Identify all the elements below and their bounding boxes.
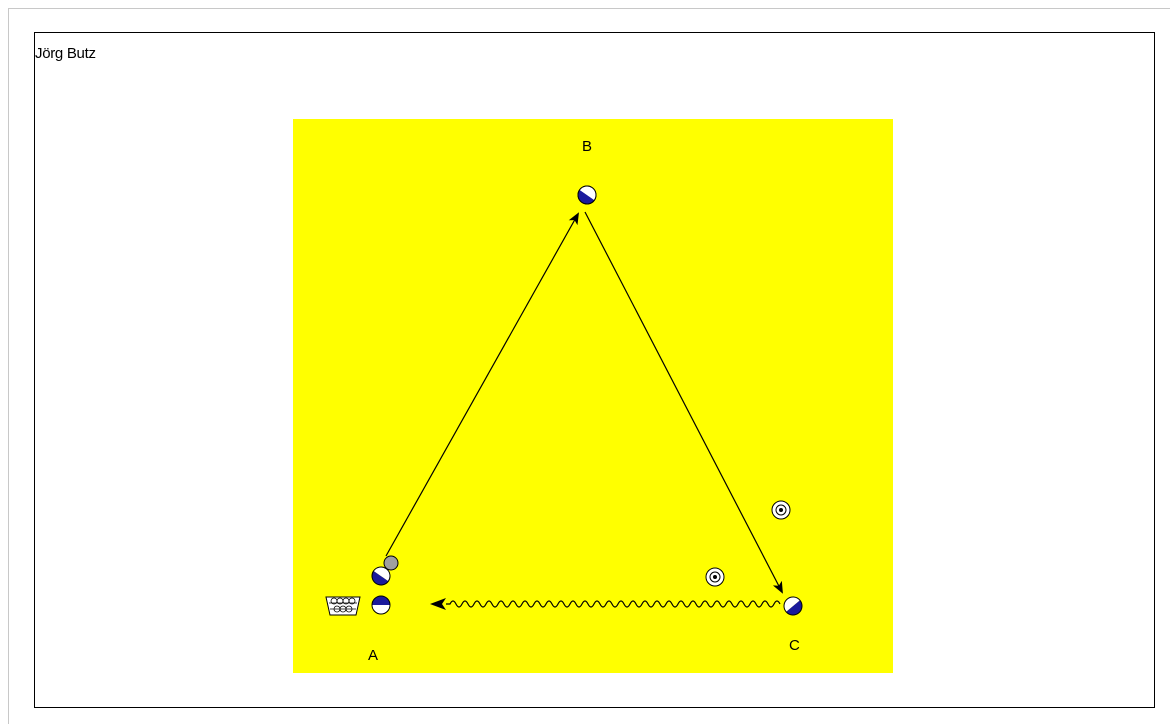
ball-icon bbox=[383, 555, 399, 571]
position-label-a: A bbox=[368, 647, 378, 664]
outer-border bbox=[8, 8, 1170, 724]
ball-basket-icon bbox=[325, 596, 361, 616]
position-label-c: C bbox=[789, 637, 800, 654]
playing-field bbox=[293, 119, 893, 673]
pass-arrow-b-to-c bbox=[584, 211, 783, 594]
position-label-b: B bbox=[582, 138, 592, 155]
player-icon bbox=[783, 596, 803, 616]
pass-arrow-a-to-b bbox=[385, 212, 579, 557]
dribble-arrowhead bbox=[430, 598, 446, 610]
player-icon bbox=[577, 185, 597, 205]
cone-icon bbox=[771, 500, 791, 520]
author-label: Jörg Butz bbox=[35, 45, 96, 62]
dribble-arrow-c-to-a bbox=[446, 600, 781, 608]
player-icon bbox=[371, 595, 391, 615]
cone-icon bbox=[705, 567, 725, 587]
